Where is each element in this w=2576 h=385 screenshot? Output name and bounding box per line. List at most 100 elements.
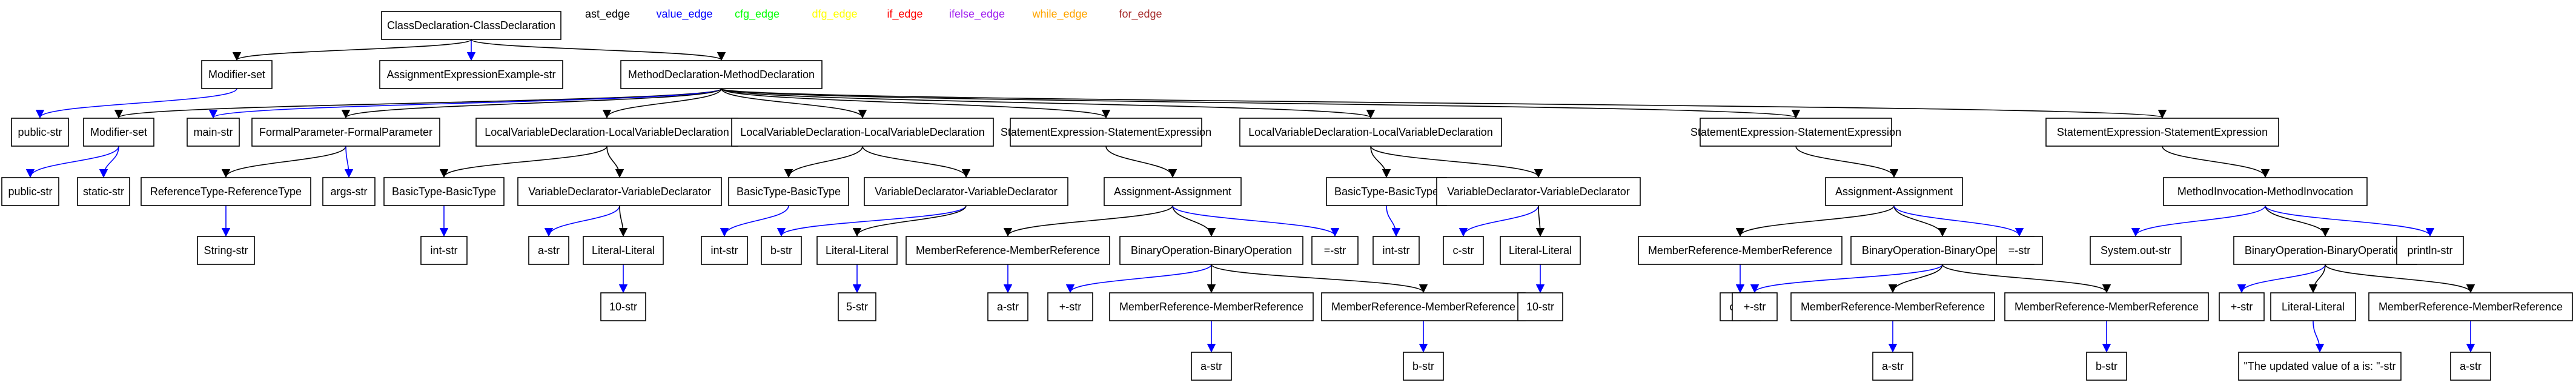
edge-value-edge-n44-n57	[2237, 264, 2326, 293]
graph-node: +-str	[1047, 292, 1093, 321]
node-label: VariableDeclarator-VariableDeclarator	[875, 186, 1057, 198]
node-box	[1191, 352, 1232, 381]
graph-node: MethodDeclaration-MethodDeclaration	[620, 60, 823, 89]
graph-node: args-str	[322, 177, 376, 206]
node-label: MemberReference-MemberReference	[1801, 301, 1985, 313]
graph-node: static-str	[77, 177, 130, 206]
edge-ast-edge-n26-n44	[2265, 205, 2330, 237]
graph-node: b-str	[1403, 352, 1444, 381]
edge-value-edge-n5-n14	[25, 146, 119, 178]
node-label: +-str	[1059, 301, 1082, 313]
edge-value-edge-n58-n64	[2313, 320, 2325, 353]
graph-node: System.out-str	[2090, 236, 2182, 265]
node-box	[2238, 352, 2402, 381]
graph-node: Literal-Literal	[1500, 236, 1581, 265]
node-box	[1010, 118, 1202, 147]
graph-node: String-str	[197, 236, 255, 265]
edge-ast-edge-n24-n39	[1535, 205, 1545, 237]
graph-node: VariableDeclarator-VariableDeclarator	[517, 177, 722, 206]
node-label: Assignment-Assignment	[1835, 186, 1953, 198]
edge-ast-edge-n7-n16	[221, 146, 346, 178]
edge-ast-edge-n3-n13	[721, 88, 2166, 119]
node-box	[583, 236, 664, 265]
edge-ast-edge-n0-n1	[233, 39, 472, 61]
edge-ast-edge-n3-n7	[342, 88, 722, 119]
graph-node: FormalParameter-FormalParameter	[251, 118, 440, 147]
nodes-layer: ClassDeclaration-ClassDeclarationModifie…	[1, 11, 2573, 381]
node-box	[517, 177, 722, 206]
node-label: ClassDeclaration-ClassDeclaration	[387, 19, 555, 32]
node-label: b-str	[1412, 360, 1434, 372]
edge-ast-edge-n11-n24	[1370, 146, 1543, 178]
node-label: Modifier-set	[208, 69, 265, 81]
node-box	[2368, 292, 2573, 321]
node-box	[1700, 118, 1892, 147]
graph-node: MemberReference-MemberReference	[1109, 292, 1314, 321]
graph-node: LocalVariableDeclaration-LocalVariableDe…	[475, 118, 738, 147]
node-label: StatementExpression-StatementExpression	[1690, 126, 1901, 138]
node-box	[1436, 177, 1641, 206]
node-box	[701, 236, 748, 265]
node-box	[2004, 292, 2209, 321]
graph-node: Assignment-Assignment	[1825, 177, 1963, 206]
edge-ast-edge-n3-n12	[721, 88, 1800, 119]
graph-node: +-str	[1732, 292, 1778, 321]
edge-ast-edge-n3-n11	[721, 88, 1375, 119]
legend-for-edge: for_edge	[1119, 8, 1162, 21]
node-box	[379, 60, 563, 89]
node-label: a-str	[1200, 360, 1222, 372]
edge-ast-edge-n22-n35	[1172, 205, 1216, 237]
node-label: LocalVariableDeclaration-LocalVariableDe…	[740, 126, 985, 138]
legend-cfg-edge: cfg_edge	[735, 8, 780, 21]
graph-node: println-str	[2396, 236, 2464, 265]
node-label: AssignmentExpressionExample-str	[386, 69, 555, 81]
node-box	[1119, 236, 1303, 265]
graph-node: main-str	[187, 118, 240, 147]
edge-ast-edge-n3-n10	[721, 88, 1110, 119]
node-box	[864, 177, 1068, 206]
node-box	[420, 236, 468, 265]
node-box	[1517, 292, 1563, 321]
edge-value-edge-n5-n15	[99, 146, 119, 178]
node-box	[1790, 292, 1995, 321]
legend-while-edge: while_edge	[1031, 8, 1087, 21]
graph-node: Literal-Literal	[2270, 292, 2356, 321]
edge-value-edge-n26-n45	[2265, 205, 2435, 237]
edge-ast-edge-n21-n33	[852, 205, 967, 237]
graph-node: a-str	[528, 236, 569, 265]
node-box	[2450, 352, 2491, 381]
graph-node: +-str	[2219, 292, 2265, 321]
graph-node: MethodInvocation-MethodInvocation	[2163, 177, 2368, 206]
edge-ast-edge-n12-n25	[1795, 146, 1899, 178]
graph-node: int-str	[420, 236, 468, 265]
node-label: LocalVariableDeclaration-LocalVariableDe…	[485, 126, 729, 138]
graph-node: b-str	[761, 236, 802, 265]
graph-node: Modifier-set	[201, 60, 273, 89]
node-box	[381, 11, 561, 40]
node-box	[1500, 236, 1581, 265]
node-label: Modifier-set	[90, 126, 147, 138]
node-label: Assignment-Assignment	[1114, 186, 1231, 198]
node-label: args-str	[330, 186, 367, 198]
node-box	[322, 177, 376, 206]
node-label: int-str	[431, 244, 458, 256]
graph-node: 10-str	[600, 292, 646, 321]
graph-node: BasicType-BasicType	[383, 177, 505, 206]
graph-node: MemberReference-MemberReference	[2004, 292, 2209, 321]
edge-value-edge-n20-n31	[720, 205, 789, 237]
node-label: BinaryOperation-BinaryOperation	[1862, 244, 2023, 256]
node-box	[201, 60, 273, 89]
edges-layer	[25, 39, 2475, 353]
node-label: a-str	[1882, 360, 1904, 372]
edge-value-edge-n35-n49	[1065, 264, 1212, 293]
node-box	[1, 177, 59, 206]
node-label: Literal-Literal	[826, 244, 889, 256]
graph-node: c-str	[1443, 236, 1484, 265]
edge-ast-edge-n9-n20	[784, 146, 863, 178]
edge-ast-edge-n41-n55	[1888, 264, 1943, 293]
node-label: LocalVariableDeclaration-LocalVariableDe…	[1248, 126, 1493, 138]
graph-node: a-str	[1191, 352, 1232, 381]
node-box	[141, 177, 311, 206]
node-label: "The updated value of a is: "-str	[2244, 360, 2396, 372]
